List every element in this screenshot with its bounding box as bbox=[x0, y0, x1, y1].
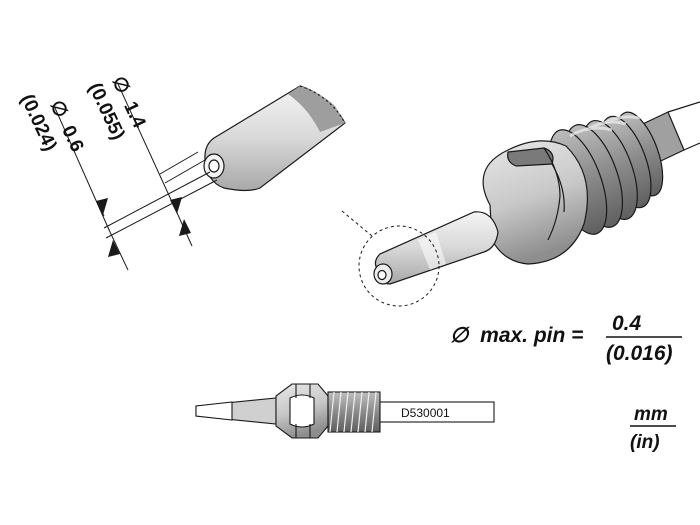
tip-closeup bbox=[203, 85, 346, 192]
max-pin-label: max. pin = bbox=[480, 324, 583, 347]
inner-diameter-symbol: ∅ bbox=[45, 97, 71, 121]
unit-in: (in) bbox=[630, 432, 660, 453]
inner-diameter-label: ∅ 0.6 (0.024) bbox=[16, 91, 87, 155]
part-number: D530001 bbox=[401, 406, 450, 420]
tip-isometric bbox=[373, 101, 700, 285]
max-pin-symbol: ∅ bbox=[450, 324, 470, 347]
svg-text:∅ max. pin =: ∅ max. pin = bbox=[450, 324, 583, 347]
max-pin-mm: 0.4 bbox=[612, 312, 642, 335]
max-pin-in: (0.016) bbox=[606, 342, 673, 365]
max-pin-spec: ∅ max. pin = 0.4 (0.016) bbox=[450, 312, 682, 365]
units-legend: mm (in) bbox=[630, 404, 676, 453]
outer-diameter-symbol: ∅ bbox=[107, 73, 133, 97]
dimension-arrows bbox=[96, 197, 191, 257]
inner-diameter-mm: 0.6 bbox=[57, 122, 87, 155]
unit-mm: mm bbox=[634, 404, 668, 425]
detail-circle bbox=[341, 210, 440, 307]
tip-side-view bbox=[195, 383, 495, 439]
